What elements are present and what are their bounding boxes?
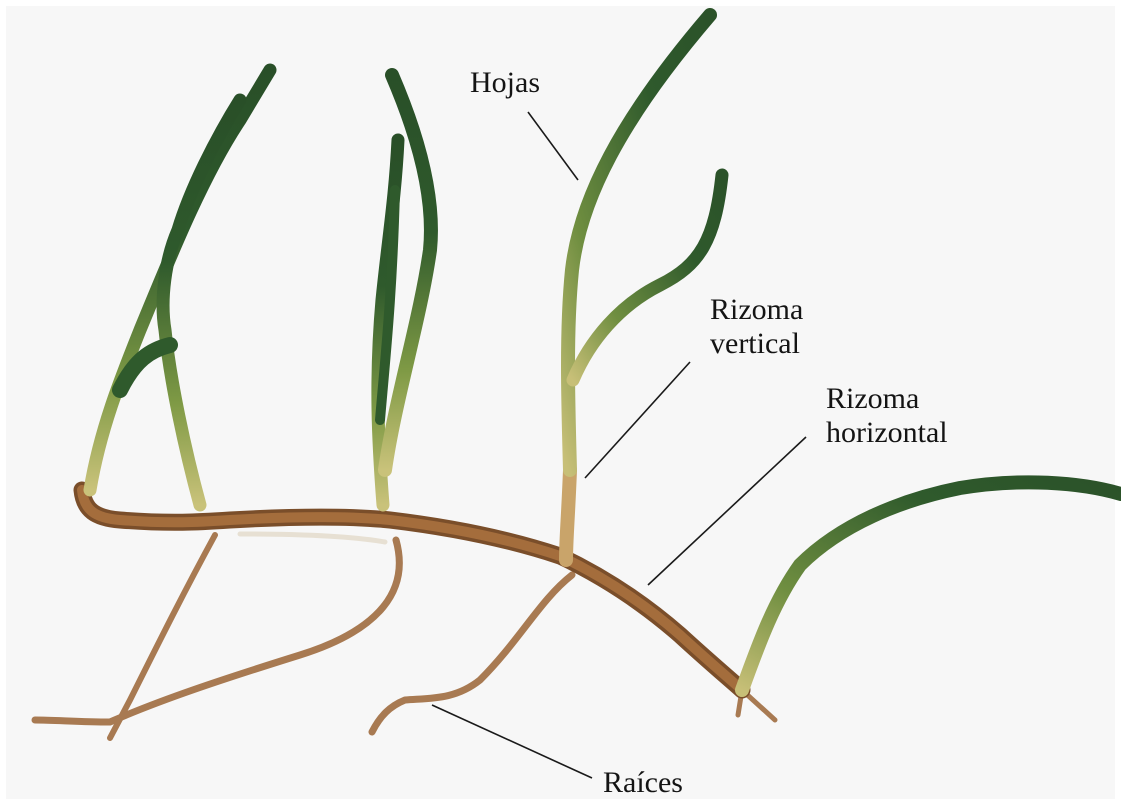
label-rizoma-vertical: Rizoma vertical bbox=[710, 293, 803, 361]
vertical-rhizome bbox=[566, 470, 570, 560]
label-hojas: Hojas bbox=[470, 66, 540, 100]
label-rizoma-vertical-line2: vertical bbox=[710, 327, 803, 361]
label-rizoma-horizontal-line1: Rizoma bbox=[826, 382, 948, 416]
label-rizoma-horizontal: Rizoma horizontal bbox=[826, 382, 948, 450]
label-rizoma-vertical-line1: Rizoma bbox=[710, 293, 803, 327]
label-raices: Raíces bbox=[603, 766, 683, 800]
label-rizoma-horizontal-line2: horizontal bbox=[826, 416, 948, 450]
label-raices-text: Raíces bbox=[603, 766, 683, 799]
label-hojas-text: Hojas bbox=[470, 66, 540, 99]
